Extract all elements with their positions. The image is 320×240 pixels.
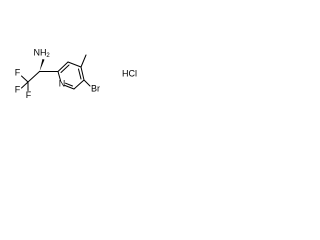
atom-label-amine-subscript: 2 xyxy=(46,53,50,59)
atom-label-bromine: Br xyxy=(91,83,100,93)
bond-n1-c2 xyxy=(57,71,61,81)
bond-c2-c3 xyxy=(57,61,69,72)
bond-c5-br xyxy=(83,79,91,87)
bond-c4-c5-double xyxy=(78,68,82,80)
atom-label-salt: HCl xyxy=(122,68,137,78)
bond-cf3-f2 xyxy=(21,81,29,89)
bond-c3-c4 xyxy=(67,61,82,68)
bond-c5-c6 xyxy=(73,79,85,90)
atom-label-fluorine-1: F xyxy=(15,67,21,77)
atom-label-fluorine-2: F xyxy=(15,84,21,94)
bond-c2-c3-double xyxy=(60,64,70,73)
bond-cf3-f1 xyxy=(21,75,29,83)
bond-c6-n1 xyxy=(64,85,75,90)
atom-label-pyridine-nitrogen: N xyxy=(59,78,66,88)
bond-c4-c5 xyxy=(80,66,85,81)
structure-canvas: NH 2 F F F N Br HCl xyxy=(0,0,152,152)
bond-stereo-cf3 xyxy=(27,71,40,83)
molecule-structure: NH 2 F F F N Br HCl xyxy=(15,47,137,100)
bond-c6-n1-double xyxy=(65,82,73,87)
bond-c4-methyl xyxy=(80,54,87,68)
atom-label-amine: NH xyxy=(34,47,47,57)
wedge-bond-amine xyxy=(39,59,45,72)
atom-label-fluorine-3: F xyxy=(26,90,32,100)
